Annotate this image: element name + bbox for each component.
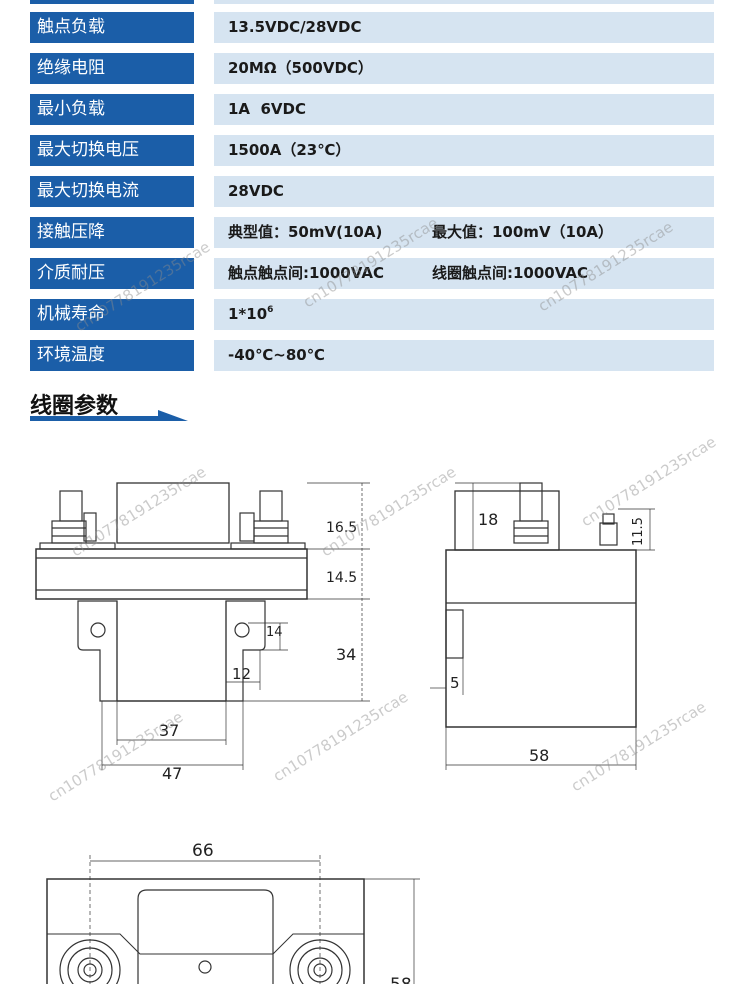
dim-label: 58 bbox=[529, 746, 549, 765]
dim-label: 34 bbox=[336, 645, 356, 664]
section-heading: 线圈参数 bbox=[30, 392, 188, 422]
spec-value: 13.5VDC/28VDC bbox=[214, 12, 714, 43]
spec-row-voltage-drop: 接触压降 典型值：50mV(10A)最大值：100mV（10A） bbox=[30, 217, 714, 248]
spec-label: 最小负载 bbox=[30, 94, 194, 125]
spec-row-max-voltage: 最大切换电压 1500A（23℃） bbox=[30, 135, 714, 166]
dim-label: 37 bbox=[159, 721, 179, 740]
title-underline-accent bbox=[158, 410, 188, 421]
spec-label: 最大切换电压 bbox=[30, 135, 194, 166]
front-view bbox=[35, 482, 370, 770]
spec-row-min-load: 最小负载 1A 6VDC bbox=[30, 94, 714, 125]
spec-label: 绝缘电阻 bbox=[30, 53, 194, 84]
spec-label: 接触压降 bbox=[30, 217, 194, 248]
spec-label: 介质耐压 bbox=[30, 258, 194, 289]
spec-row-temperature: 环境温度 -40℃~80℃ bbox=[30, 340, 714, 371]
spec-value: 典型值：50mV(10A)最大值：100mV（10A） bbox=[214, 217, 714, 248]
spec-value: 28VDC bbox=[214, 176, 714, 207]
spec-row-contact-load: 触点负载 13.5VDC/28VDC bbox=[30, 12, 714, 43]
spec-value: 20MΩ（500VDC） bbox=[214, 53, 714, 84]
dim-label: 14.5 bbox=[326, 570, 357, 586]
dim-label: 12 bbox=[232, 665, 251, 683]
spec-value: 1500A（23℃） bbox=[214, 135, 714, 166]
spec-value: 1A 6VDC bbox=[214, 94, 714, 125]
spec-label: 最大切换电流 bbox=[30, 176, 194, 207]
dim-label: 11.5 bbox=[631, 517, 646, 546]
dim-label: 14 bbox=[266, 625, 283, 640]
dim-label: 58 bbox=[390, 975, 412, 984]
spec-label: 触点负载 bbox=[30, 12, 194, 43]
bottom-view bbox=[46, 855, 420, 984]
spec-label: 环境温度 bbox=[30, 340, 194, 371]
spec-label: 机械寿命 bbox=[30, 299, 194, 330]
dim-label: 66 bbox=[192, 841, 214, 861]
dim-label: 5 bbox=[450, 674, 460, 692]
title-underline bbox=[30, 416, 158, 421]
top-strip bbox=[0, 0, 750, 8]
spec-row-max-current: 最大切换电流 28VDC bbox=[30, 176, 714, 207]
spec-value: 1*106 bbox=[214, 299, 714, 330]
dim-label: 18 bbox=[478, 510, 498, 529]
side-view bbox=[430, 482, 655, 770]
section-title: 线圈参数 bbox=[30, 394, 119, 419]
dim-label: 47 bbox=[162, 764, 182, 783]
dim-label: 16.5 bbox=[326, 520, 357, 536]
spec-row-insulation: 绝缘电阻 20MΩ（500VDC） bbox=[30, 53, 714, 84]
spec-row-mech-life: 机械寿命 1*106 bbox=[30, 299, 714, 330]
spec-value: -40℃~80℃ bbox=[214, 340, 714, 371]
